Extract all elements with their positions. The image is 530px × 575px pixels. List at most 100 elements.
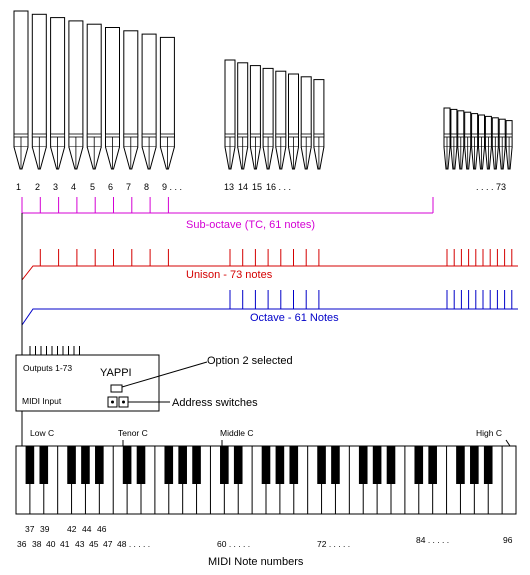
pipe-mouth	[105, 133, 120, 138]
option-jumper	[110, 384, 123, 393]
black-key	[289, 446, 299, 484]
pipe-number: 2	[35, 182, 40, 192]
option-callout-label: Option 2 selected	[207, 355, 293, 367]
black-key	[372, 446, 382, 484]
pipe-mouth	[123, 133, 139, 138]
footer-caption: MIDI Note numbers	[208, 556, 304, 568]
black-key	[456, 446, 465, 484]
pipe-body	[68, 20, 84, 148]
pipe-mouth	[471, 133, 479, 138]
pipe-number: 8	[144, 182, 149, 192]
pipe-mouth	[443, 133, 451, 138]
pipe-mouth	[450, 133, 458, 138]
rank-octave-label: Octave - 61 Notes	[250, 312, 339, 324]
black-key	[428, 446, 437, 484]
pipe-number: 13	[224, 182, 234, 192]
marker-middle-c: Middle C	[220, 428, 254, 438]
black-key	[470, 446, 479, 484]
note-number: 84 . . . . .	[416, 535, 449, 545]
note-number: 46	[97, 524, 107, 534]
note-number: 72 . . . . .	[317, 539, 350, 549]
black-key	[164, 446, 174, 484]
pipe-body	[50, 17, 66, 148]
pipe-mouth	[478, 133, 485, 138]
black-key	[39, 446, 49, 484]
pipe-mouth	[224, 133, 236, 138]
note-number: 43	[75, 539, 85, 549]
black-key	[81, 446, 90, 484]
output-ticks	[29, 346, 80, 355]
black-key	[386, 446, 396, 484]
pipe-number: 3	[53, 182, 58, 192]
pipe-mouth	[491, 133, 499, 138]
pipe-mouth	[249, 133, 261, 138]
pipe-mouth	[275, 133, 287, 138]
black-key	[358, 446, 368, 484]
pipe-mouth	[300, 133, 312, 138]
pipe-body	[13, 10, 29, 148]
pipe-number: 1	[16, 182, 21, 192]
pipe-mouth	[464, 133, 472, 138]
pipe-mouth	[484, 133, 492, 138]
note-number: 96	[503, 535, 513, 545]
yappi-device: Outputs 1-73 YAPPI MIDI Input	[15, 346, 160, 412]
pipe-body	[105, 27, 120, 148]
rank-unison-label: Unison - 73 notes	[186, 269, 273, 281]
pipe-number: 14	[238, 182, 248, 192]
marker-tick	[505, 439, 511, 447]
pipe-mouth	[498, 133, 506, 138]
pipe-number: 5	[90, 182, 95, 192]
marker-tenor-c: Tenor C	[118, 428, 148, 438]
pipe-mouth	[13, 133, 29, 138]
note-number: 47	[103, 539, 113, 549]
pipe-body	[86, 23, 102, 148]
black-key	[220, 446, 229, 484]
midi-input-label: MIDI Input	[22, 396, 62, 406]
pipe-mouth	[50, 133, 65, 138]
outputs-label: Outputs 1-73	[23, 363, 72, 373]
black-key	[317, 446, 326, 484]
note-number: 36	[17, 539, 27, 549]
marker-low-c: Low C	[30, 428, 54, 438]
black-key	[275, 446, 285, 484]
pipe-body	[141, 33, 157, 148]
rank-octave	[21, 290, 518, 326]
note-number: 37	[25, 524, 35, 534]
pipe-mouth	[288, 133, 299, 138]
pipe-number: . . . . 73	[476, 182, 506, 192]
rank-sub-octave	[21, 197, 434, 214]
rank-sub-octave-label: Sub-octave (TC, 61 notes)	[186, 219, 315, 231]
black-key	[192, 446, 201, 484]
rank-unison	[21, 249, 518, 281]
marker-high-c: High C	[476, 428, 502, 438]
black-key	[261, 446, 271, 484]
black-key	[483, 446, 493, 484]
pipe-number: 16 . . .	[266, 182, 291, 192]
black-key	[136, 446, 146, 484]
pipe-mouth	[159, 133, 175, 138]
note-number: 39	[40, 524, 50, 534]
option-callout-line	[121, 361, 208, 388]
pipe-mouth	[141, 133, 157, 138]
address-switch-dot	[111, 400, 114, 404]
pipe-mouth	[457, 133, 465, 138]
pipe-number: 7	[126, 182, 131, 192]
pipe-number: 9 . . .	[162, 182, 182, 192]
pipe-mouth	[68, 133, 84, 138]
pipe-mouth	[237, 133, 249, 138]
black-key	[414, 446, 424, 484]
pipe-group-mid	[224, 59, 325, 170]
pipe-mouth	[86, 133, 102, 138]
keyboard	[15, 445, 517, 515]
note-number: 45	[89, 539, 99, 549]
pipe-body	[31, 13, 47, 148]
pipe-mouth	[31, 133, 47, 138]
black-key	[331, 446, 340, 484]
yappi-title: YAPPI	[100, 367, 132, 379]
note-number: 40	[46, 539, 56, 549]
note-number: 44	[82, 524, 92, 534]
address-switch-dot	[122, 400, 125, 404]
pipe-number: 15	[252, 182, 262, 192]
pipe-mouth	[313, 133, 325, 138]
